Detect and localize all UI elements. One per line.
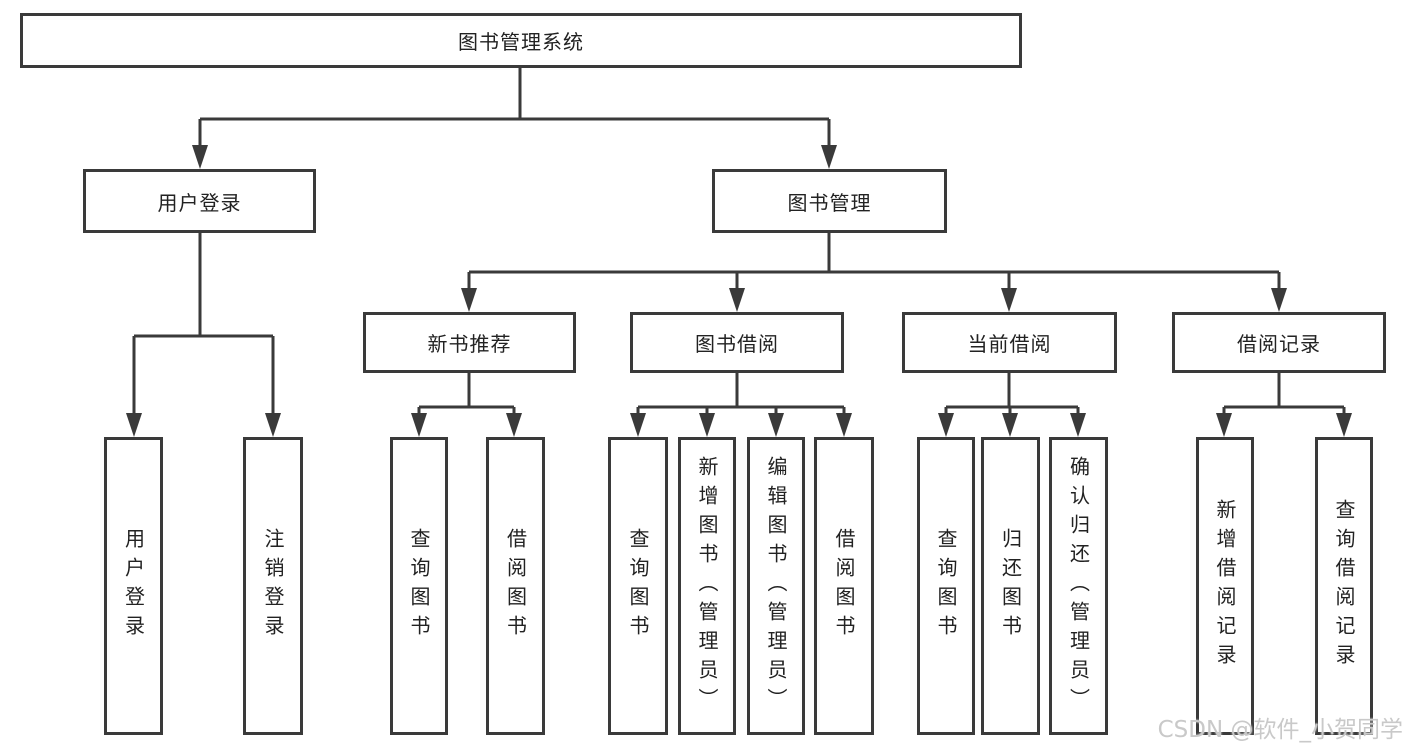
- leaf-borrow-add-books-admin: 新增图书（管理员）: [678, 437, 736, 735]
- arrow-down-icon: [461, 288, 477, 312]
- node-user-login: 用户登录: [83, 169, 316, 233]
- leaf-borrow-query-books: 查询图书: [608, 437, 668, 735]
- leaf-borrow-edit-books-admin: 编辑图书（管理员）: [747, 437, 805, 735]
- node-book-management: 图书管理: [712, 169, 947, 233]
- arrow-down-icon: [836, 413, 852, 437]
- arrow-down-icon: [630, 413, 646, 437]
- arrow-down-icon: [411, 413, 427, 437]
- node-current-borrowing: 当前借阅: [902, 312, 1117, 373]
- node-label: 查询借阅记录: [1332, 499, 1356, 673]
- node-label: 查询图书: [407, 528, 431, 644]
- arrow-down-icon: [1002, 413, 1018, 437]
- node-new-book-recommend: 新书推荐: [363, 312, 576, 373]
- leaf-current-query-books: 查询图书: [917, 437, 975, 735]
- node-label: 注销登录: [261, 528, 285, 644]
- leaf-logout: 注销登录: [243, 437, 303, 735]
- node-label: 编辑图书（管理员）: [764, 455, 788, 717]
- connector-line: [944, 373, 1080, 417]
- arrow-down-icon: [126, 413, 142, 437]
- arrow-down-icon: [1001, 288, 1017, 312]
- connector-line: [417, 373, 516, 417]
- connector-user-login-to-leaves: [126, 233, 281, 437]
- node-label: 确认归还（管理员）: [1066, 455, 1091, 717]
- arrow-down-icon: [699, 413, 715, 437]
- arrow-down-icon: [192, 145, 208, 169]
- node-label: 借阅图书: [832, 528, 856, 644]
- arrow-down-icon: [729, 288, 745, 312]
- node-label: 查询图书: [626, 528, 650, 644]
- leaf-rec-query-books: 查询图书: [390, 437, 448, 735]
- connector-new-book-recommend-to-leaves: [411, 373, 522, 437]
- arrow-down-icon: [506, 413, 522, 437]
- leaf-borrow-borrow-books: 借阅图书: [814, 437, 874, 735]
- csdn-watermark: CSDN @软件_小贺同学: [1157, 717, 1403, 743]
- arrow-down-icon: [1070, 413, 1086, 437]
- node-library-system-root: 图书管理系统: [20, 13, 1022, 68]
- connector-current-borrowing-to-leaves: [938, 373, 1086, 437]
- node-label: 用户登录: [157, 190, 242, 215]
- node-label: 图书管理: [787, 190, 872, 215]
- connector-line: [198, 68, 831, 149]
- connector-line: [132, 233, 275, 417]
- node-label: 图书借阅: [695, 332, 779, 356]
- node-label: 图书管理系统: [458, 30, 584, 54]
- node-book-borrowing: 图书借阅: [630, 312, 844, 373]
- connector-book-borrowing-to-leaves: [630, 373, 852, 437]
- node-label: 新增借阅记录: [1213, 499, 1237, 673]
- arrow-down-icon: [1216, 413, 1232, 437]
- node-label: 新书推荐: [427, 332, 512, 356]
- node-label: 归还图书: [998, 528, 1023, 644]
- connector-book-management-to-level3: [461, 233, 1287, 312]
- arrow-down-icon: [1271, 288, 1287, 312]
- arrow-down-icon: [938, 413, 954, 437]
- connector-borrowing-records-to-leaves: [1216, 373, 1352, 437]
- leaf-rec-borrow-books: 借阅图书: [486, 437, 545, 735]
- connector-line: [1222, 373, 1346, 417]
- leaf-records-query-record: 查询借阅记录: [1315, 437, 1373, 735]
- leaf-user-login: 用户登录: [104, 437, 163, 735]
- arrow-down-icon: [768, 413, 784, 437]
- node-label: 用户登录: [121, 528, 146, 644]
- connector-line: [636, 373, 846, 417]
- connector-line: [467, 233, 1281, 292]
- arrow-down-icon: [821, 145, 837, 169]
- arrow-down-icon: [265, 413, 281, 437]
- connector-root-to-level2: [192, 68, 837, 169]
- arrow-down-icon: [1336, 413, 1352, 437]
- node-borrowing-records: 借阅记录: [1172, 312, 1386, 373]
- node-label: 查询图书: [934, 528, 958, 644]
- leaf-current-confirm-return-admin: 确认归还（管理员）: [1049, 437, 1108, 735]
- node-label: 借阅图书: [503, 528, 528, 644]
- leaf-current-return-books: 归还图书: [981, 437, 1040, 735]
- node-label: 当前借阅: [967, 332, 1052, 356]
- node-label: 新增图书（管理员）: [695, 455, 719, 717]
- leaf-records-add-record: 新增借阅记录: [1196, 437, 1254, 735]
- node-label: 借阅记录: [1237, 332, 1321, 356]
